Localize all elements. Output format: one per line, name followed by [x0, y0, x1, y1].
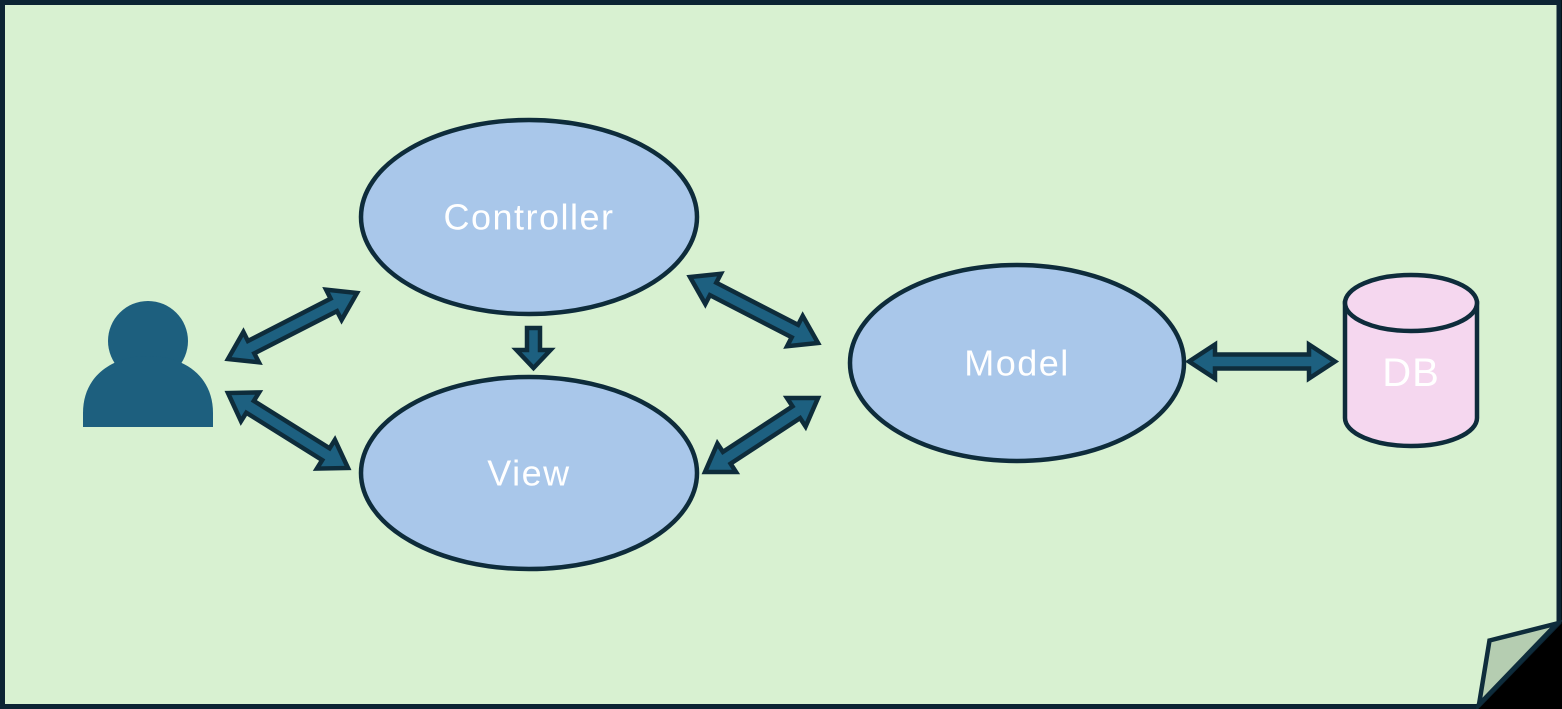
db-cylinder-body	[1342, 300, 1480, 449]
arrow-controller-model	[686, 271, 822, 349]
node-view-label: View	[487, 453, 570, 494]
node-model-label: Model	[964, 343, 1070, 384]
person-icon	[83, 301, 213, 427]
node-db-label: DB	[1382, 351, 1440, 395]
arrow-controller-view	[511, 325, 556, 372]
folded-corner	[1475, 619, 1562, 709]
node-controller	[358, 117, 700, 317]
node-model	[847, 262, 1187, 464]
person-icon-body	[83, 356, 213, 427]
db-cylinder-top	[1342, 272, 1480, 334]
arrow-model-db	[1184, 340, 1340, 383]
node-view	[358, 374, 700, 572]
database-cylinder-icon	[1342, 272, 1480, 449]
arrow-view-model	[701, 395, 822, 475]
node-controller-label: Controller	[443, 197, 614, 238]
arrow-user-view	[224, 390, 352, 471]
arrow-user-controller	[224, 287, 361, 365]
